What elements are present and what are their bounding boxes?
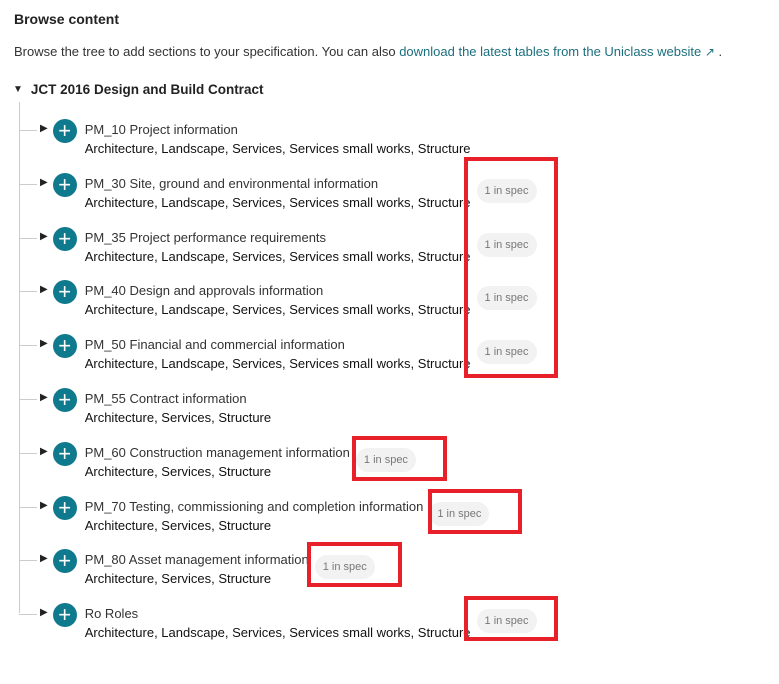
- plus-icon: +: [58, 171, 72, 197]
- in-spec-badge: 1 in spec: [429, 501, 490, 526]
- tree-connector: [19, 506, 37, 508]
- tree-connector: [19, 452, 37, 454]
- tree-connector: [19, 130, 37, 131]
- item-disciplines: Architecture, Services, Structure: [84, 463, 272, 479]
- plus-icon: +: [58, 494, 72, 520]
- tree-item: ▶ + PM_50 Financial and commercial infor…: [19, 333, 537, 389]
- item-disciplines: Architecture, Services, Structure: [84, 410, 272, 425]
- plus-icon: +: [58, 333, 72, 359]
- item-disciplines: Architecture, Landscape, Services, Servi…: [84, 141, 471, 156]
- item-title[interactable]: PM_10 Project information: [84, 122, 238, 137]
- caret-right-icon[interactable]: ▶: [40, 553, 48, 565]
- plus-icon: +: [58, 387, 72, 412]
- item-disciplines: Architecture, Landscape, Services, Servi…: [84, 356, 471, 372]
- tree-connector: [19, 237, 37, 239]
- tree-line: [19, 102, 20, 613]
- add-section-button[interactable]: +: [52, 440, 77, 466]
- plus-icon: +: [58, 279, 72, 305]
- item-disciplines: Architecture, Landscape, Services, Servi…: [84, 302, 471, 318]
- in-spec-badge: 1 in spec: [314, 555, 375, 580]
- add-section-button[interactable]: +: [52, 387, 77, 412]
- add-section-button[interactable]: +: [52, 225, 77, 251]
- item-title[interactable]: PM_30 Site, ground and environmental inf…: [84, 175, 379, 191]
- add-section-button[interactable]: +: [52, 494, 77, 520]
- in-spec-badge: 1 in spec: [476, 340, 537, 365]
- caret-down-icon[interactable]: ▼: [13, 84, 23, 95]
- caret-right-icon[interactable]: ▶: [40, 338, 48, 350]
- item-title[interactable]: PM_40 Design and approvals information: [84, 283, 324, 299]
- tree-item: ▶ + PM_10 Project information Architectu…: [19, 118, 471, 174]
- tree-connector: [19, 560, 37, 562]
- item-title[interactable]: PM_80 Asset management information: [84, 552, 309, 568]
- plus-icon: +: [58, 548, 72, 574]
- tree-item: ▶ + PM_60 Construction management inform…: [19, 440, 416, 497]
- plus-icon: +: [58, 118, 72, 143]
- tree-connector: [19, 183, 37, 185]
- tree-connector: [19, 291, 37, 293]
- caret-right-icon[interactable]: ▶: [40, 176, 48, 188]
- caret-right-icon[interactable]: ▶: [40, 392, 48, 403]
- item-disciplines: Architecture, Landscape, Services, Servi…: [84, 248, 471, 264]
- intro-text-body: Browse the tree to add sections to your …: [14, 44, 400, 59]
- tree-item: ▶ + PM_70 Testing, commissioning and com…: [19, 494, 490, 551]
- tree-item: ▶ + PM_35 Project performance requiremen…: [19, 225, 537, 282]
- add-section-button[interactable]: +: [52, 171, 77, 197]
- item-title[interactable]: PM_60 Construction management informatio…: [84, 444, 350, 460]
- tree-connector: [19, 399, 37, 400]
- add-section-button[interactable]: +: [52, 279, 77, 305]
- item-title[interactable]: Ro Roles: [84, 606, 139, 622]
- in-spec-badge: 1 in spec: [476, 609, 537, 634]
- tree-item: ▶ + PM_80 Asset management information A…: [19, 548, 375, 604]
- plus-icon: +: [58, 225, 72, 251]
- tree-connector: [19, 345, 37, 347]
- in-spec-badge: 1 in spec: [476, 232, 537, 257]
- item-disciplines: Architecture, Services, Structure: [84, 517, 272, 533]
- in-spec-badge: 1 in spec: [476, 178, 537, 203]
- item-title[interactable]: PM_55 Contract information: [84, 391, 247, 406]
- item-disciplines: Architecture, Services, Structure: [84, 571, 272, 587]
- tree-item: ▶ + PM_55 Contract information Architect…: [19, 387, 272, 443]
- add-section-button[interactable]: +: [52, 118, 77, 143]
- caret-right-icon[interactable]: ▶: [40, 607, 48, 619]
- external-link-icon[interactable]: ↗: [704, 45, 715, 59]
- tree-item: ▶ + PM_40 Design and approvals informati…: [19, 279, 537, 335]
- item-title[interactable]: PM_50 Financial and commercial informati…: [84, 337, 345, 353]
- uniclass-download-link[interactable]: download the latest tables from the Unic…: [399, 44, 702, 59]
- caret-right-icon[interactable]: ▶: [40, 230, 48, 242]
- page-heading: Browse content: [14, 11, 120, 27]
- caret-right-icon[interactable]: ▶: [40, 123, 48, 134]
- item-title[interactable]: PM_70 Testing, commissioning and complet…: [84, 498, 424, 514]
- add-section-button[interactable]: +: [52, 548, 77, 574]
- tree-root-label: JCT 2016 Design and Build Contract: [30, 82, 264, 97]
- item-title[interactable]: PM_35 Project performance requirements: [84, 229, 327, 245]
- plus-icon: +: [58, 440, 72, 466]
- in-spec-badge: 1 in spec: [476, 286, 537, 311]
- caret-right-icon[interactable]: ▶: [40, 445, 48, 457]
- intro-text: Browse the tree to add sections to your …: [14, 44, 722, 59]
- add-section-button[interactable]: +: [52, 333, 77, 359]
- plus-icon: +: [58, 602, 72, 628]
- caret-right-icon[interactable]: ▶: [40, 284, 48, 296]
- caret-right-icon[interactable]: ▶: [40, 499, 48, 511]
- tree-item: ▶ + Ro Roles Architecture, Landscape, Se…: [19, 602, 537, 658]
- add-section-button[interactable]: +: [52, 602, 77, 628]
- tree-connector: [19, 614, 37, 616]
- tree-item: ▶ + PM_30 Site, ground and environmental…: [19, 171, 537, 228]
- item-disciplines: Architecture, Landscape, Services, Servi…: [84, 625, 471, 641]
- intro-end: .: [714, 44, 723, 59]
- item-disciplines: Architecture, Landscape, Services, Servi…: [84, 194, 471, 210]
- in-spec-badge: 1 in spec: [355, 447, 416, 472]
- tree-root[interactable]: ▼ JCT 2016 Design and Build Contract: [13, 82, 263, 97]
